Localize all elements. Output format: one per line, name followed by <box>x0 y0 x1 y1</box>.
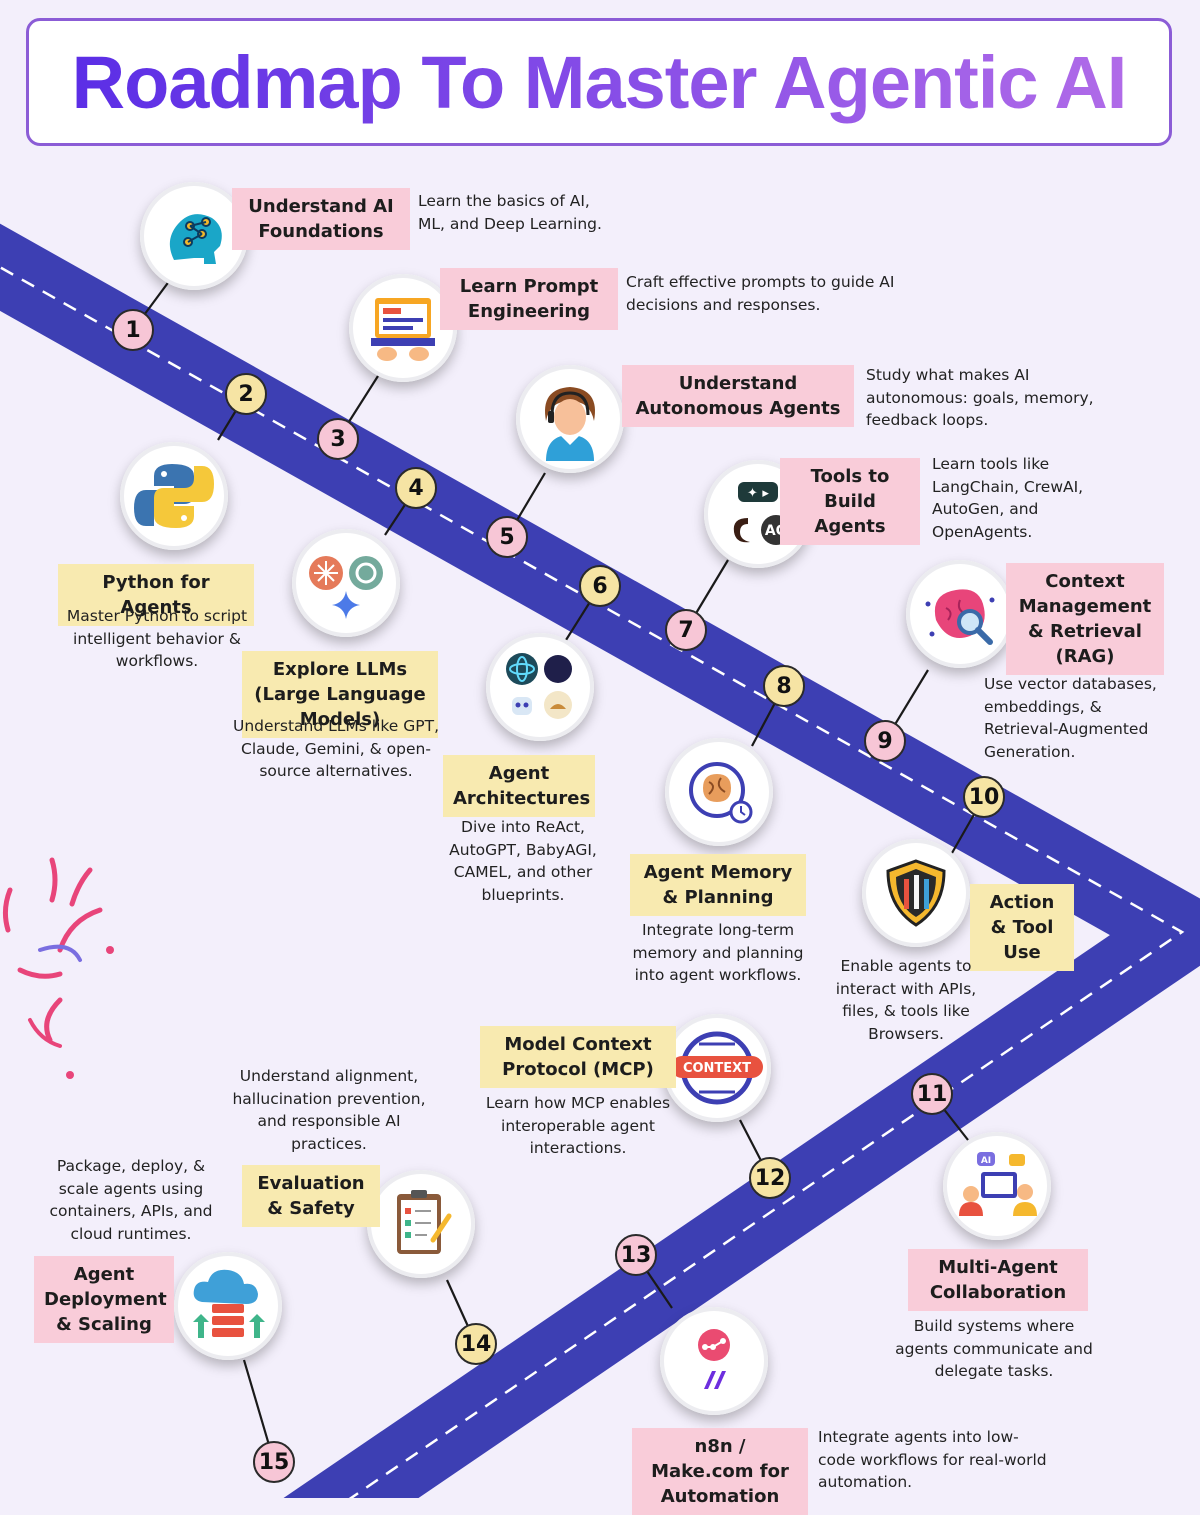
step-desc-8: Integrate long-term memory and planning … <box>632 921 804 984</box>
step-label-13: n8n / Make.com for Automation <box>632 1428 808 1515</box>
step-number-9: 9 <box>864 720 906 762</box>
step-label-9: Context Management & Retrieval (RAG) <box>1006 563 1164 675</box>
step-label-3: Learn Prompt Engineering <box>440 268 618 330</box>
step-number-14: 14 <box>455 1323 497 1365</box>
step-label-1: Understand AI Foundations <box>232 188 410 250</box>
step-number-5: 5 <box>486 516 528 558</box>
step-label-7: Tools to Build Agents <box>780 458 920 545</box>
brain-search-icon <box>906 560 1014 668</box>
step-number-12: 12 <box>749 1157 791 1199</box>
road-center-dashes <box>0 265 1185 1498</box>
context-badge: CONTEXT <box>683 1061 751 1076</box>
step-label-8: Agent Memory & Planning <box>630 854 806 916</box>
step-desc-12: Learn how MCP enables interoperable agen… <box>485 1094 671 1157</box>
step-desc-9: Use vector databases, embeddings, & Retr… <box>984 675 1157 761</box>
step-label-6: Agent Architectures <box>443 755 595 817</box>
svg-text:✦ ▸: ✦ ▸ <box>747 486 769 501</box>
step-number-10: 10 <box>963 776 1005 818</box>
automation-logos-icon <box>660 1307 768 1415</box>
step-label-15: Agent Deployment & Scaling <box>34 1256 174 1343</box>
step-label-14: Evaluation & Safety <box>242 1165 380 1227</box>
architecture-logos-icon <box>486 633 594 741</box>
cloud-server-icon <box>174 1252 282 1360</box>
step-desc-15: Package, deploy, & scale agents using co… <box>49 1157 213 1243</box>
step-desc-6: Dive into ReAct, AutoGPT, BabyAGI, CAMEL… <box>449 818 597 904</box>
step-desc-7: Learn tools like LangChain, CrewAI, Auto… <box>932 455 1084 541</box>
step-number-7: 7 <box>665 609 707 651</box>
step-number-15: 15 <box>253 1441 295 1483</box>
context-icon: CONTEXT <box>663 1014 771 1122</box>
step-number-8: 8 <box>763 665 805 707</box>
step-desc-10: Enable agents to interact with APIs, fil… <box>835 957 977 1043</box>
step-label-11: Multi-Agent Collaboration <box>908 1249 1088 1311</box>
step-number-2: 2 <box>225 373 267 415</box>
step-label-2: Python for Agents <box>58 564 254 626</box>
page-title: Roadmap To Master Agentic AI <box>71 40 1128 124</box>
step-desc-13: Integrate agents into low-code workflows… <box>818 1428 1047 1491</box>
step-desc-11: Build systems where agents communicate a… <box>895 1317 1093 1380</box>
step-number-1: 1 <box>112 309 154 351</box>
brain-network-icon <box>140 182 248 290</box>
step-label-4: Explore LLMs (Large Language Models) <box>242 651 438 738</box>
step-desc-14: Understand alignment, hallucination prev… <box>232 1067 426 1153</box>
tools-shield-icon <box>862 839 970 947</box>
python-logo-icon <box>120 442 228 550</box>
checklist-icon <box>367 1170 475 1278</box>
step-label-12: Model Context Protocol (MCP) <box>480 1026 676 1088</box>
step-desc-3: Craft effective prompts to guide AI deci… <box>626 273 895 314</box>
collaboration-badge: AI <box>981 1156 991 1166</box>
brain-clock-icon <box>665 738 773 846</box>
step-desc-4: Understand LLMs like GPT, Claude, Gemini… <box>232 717 440 780</box>
step-number-13: 13 <box>615 1234 657 1276</box>
llm-logos-icon <box>292 529 400 637</box>
step-number-4: 4 <box>395 467 437 509</box>
step-desc-5: Study what makes AI autonomous: goals, m… <box>866 366 1094 429</box>
step-label-5: Understand Autonomous Agents <box>622 365 854 427</box>
step-number-6: 6 <box>579 565 621 607</box>
support-agent-icon <box>516 365 624 473</box>
confetti-decoration <box>2 857 114 1079</box>
title-banner: Roadmap To Master Agentic AI <box>26 18 1172 146</box>
step-number-3: 3 <box>317 418 359 460</box>
step-label-10: Action & Tool Use <box>970 884 1074 971</box>
step-desc-2: Master Python to script intelligent beha… <box>66 607 248 670</box>
step-desc-1: Learn the basics of AI, ML, and Deep Lea… <box>418 192 602 233</box>
laptop-typing-icon <box>349 274 457 382</box>
step-number-11: 11 <box>911 1073 953 1115</box>
collaboration-icon: AI <box>943 1132 1051 1240</box>
